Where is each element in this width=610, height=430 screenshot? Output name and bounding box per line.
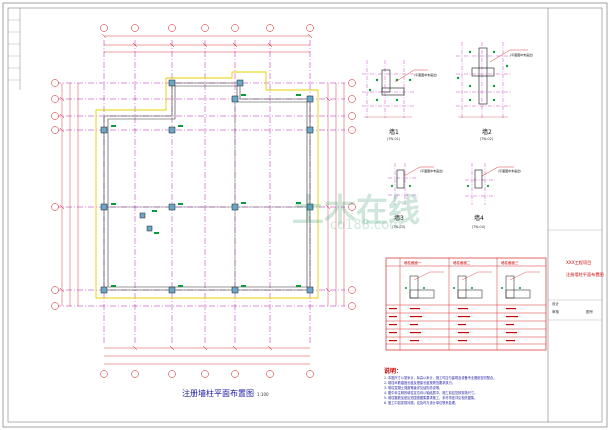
title-block-project: XXX工程项目 bbox=[566, 260, 592, 265]
detail-4-note: (平面图中未画出) bbox=[498, 168, 521, 173]
detail-section-2 bbox=[456, 42, 528, 118]
plan-title-text: 注册墙柱平面布置图 bbox=[182, 389, 254, 398]
title-block-label: 图号 bbox=[586, 310, 593, 314]
detail-1-note: (平面图中未画出) bbox=[414, 72, 437, 77]
detail-4-name: 墙4 bbox=[474, 214, 484, 222]
notes-heading: 说明： bbox=[384, 368, 403, 375]
detail-1-code: (TN-01) bbox=[387, 137, 401, 141]
title-block-label: 设计 bbox=[552, 302, 559, 306]
detail-3-name: 墙3 bbox=[394, 214, 404, 222]
watermark-text: 土木在线 bbox=[292, 191, 421, 229]
notes-line: 6. 施工中如发现问题，应及时与设计单位联系处理。 bbox=[384, 401, 459, 405]
notes-line: 2. 墙柱纵筋锚固长度及搭接长度按规范要求执行。 bbox=[384, 381, 455, 385]
notes-line: 1. 本图尺寸以毫米计，标高以米计，施工时应与建筑及设备专业图纸密切配合。 bbox=[384, 376, 497, 380]
watermark-sub: co188.com bbox=[330, 218, 402, 233]
table-header-1: 墙柱截面一 bbox=[404, 260, 422, 265]
detail-section-1 bbox=[362, 60, 428, 118]
title-block-drawing-name: 注册墙柱平面布置图 bbox=[566, 272, 604, 277]
detail-1-name: 墙1 bbox=[389, 128, 399, 136]
table-header-2: 墙柱截面二 bbox=[453, 260, 471, 265]
plan-scale: 1:100 bbox=[257, 392, 269, 397]
notes-block: 说明： 1. 本图尺寸以毫米计，标高以米计，施工时应与建筑及设备专业图纸密切配合… bbox=[384, 366, 554, 406]
detail-3-code: (TN-03) bbox=[392, 225, 406, 229]
detail-2-name: 墙2 bbox=[482, 128, 492, 136]
column-table bbox=[385, 257, 547, 351]
notes-line: 4. 图中未注明的墙柱定位均以轴线居中，施工前应复核现场尺寸。 bbox=[384, 391, 478, 395]
notes-line: 3. 墙柱混凝土强度等级详见结构总说明。 bbox=[384, 386, 443, 390]
plan-grid bbox=[51, 24, 356, 378]
detail-section-3 bbox=[388, 163, 434, 205]
detail-2-code: (TN-02) bbox=[480, 137, 494, 141]
title-block: XXX工程项目 注册墙柱平面布置图 设计 审核 图号 bbox=[548, 8, 604, 422]
detail-section-4 bbox=[465, 163, 514, 205]
title-block-label: 审核 bbox=[552, 310, 559, 314]
detail-3-note: (平面图中未画出) bbox=[420, 168, 443, 173]
detail-2-note: (平面图中未画出) bbox=[510, 52, 533, 57]
table-header-3: 墙柱截面三 bbox=[501, 260, 519, 265]
detail-4-code: (TN-04) bbox=[472, 225, 486, 229]
notes-line: 5. 墙柱箍筋加密区范围按图集要求施工，未尽事宜详见相关图集。 bbox=[384, 396, 478, 400]
